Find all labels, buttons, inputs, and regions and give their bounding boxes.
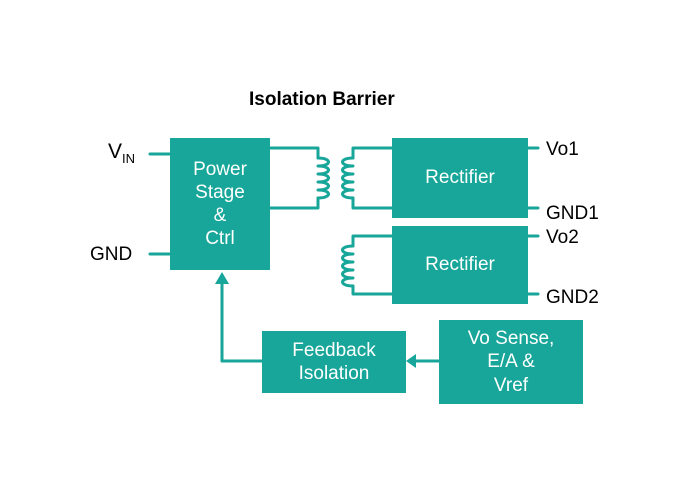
rectifier-2-block: Rectifier [392,226,528,304]
gnd1-label: GND1 [546,203,599,224]
rectifier-1-label: Rectifier [425,167,495,189]
vin-label-main: V [108,140,123,163]
rectifier-1-block: Rectifier [392,138,528,218]
arrow-to-feedback [406,354,416,368]
vo-sense-block: Vo Sense, E/A & Vref [439,320,583,404]
rectifier-2-label: Rectifier [425,254,495,276]
diagram-title: Isolation Barrier [249,89,395,110]
secondary-2-loop [351,234,394,296]
vin-label: VIN [108,140,136,166]
vo2-label: Vo2 [546,227,579,248]
secondary-1-loop [351,146,394,210]
vin-label-sub: IN [122,151,136,166]
feedback-isolation-label: Feedback Isolation [292,339,376,384]
secondary-1-coil [341,156,355,200]
vo1-label: Vo1 [546,139,579,160]
arrow-to-stage [215,272,229,284]
primary-coil [316,156,330,200]
feedback-isolation-block: Feedback Isolation [262,331,406,393]
vo-sense-label: Vo Sense, E/A & Vref [467,328,555,396]
gnd-input-label: GND [90,244,133,265]
secondary-2-coil [341,244,355,288]
power-stage-label: Power Stage & Ctrl [193,158,247,250]
power-stage-block: Power Stage & Ctrl [170,138,270,270]
gnd2-label: GND2 [546,287,599,308]
primary-loop [268,146,320,210]
